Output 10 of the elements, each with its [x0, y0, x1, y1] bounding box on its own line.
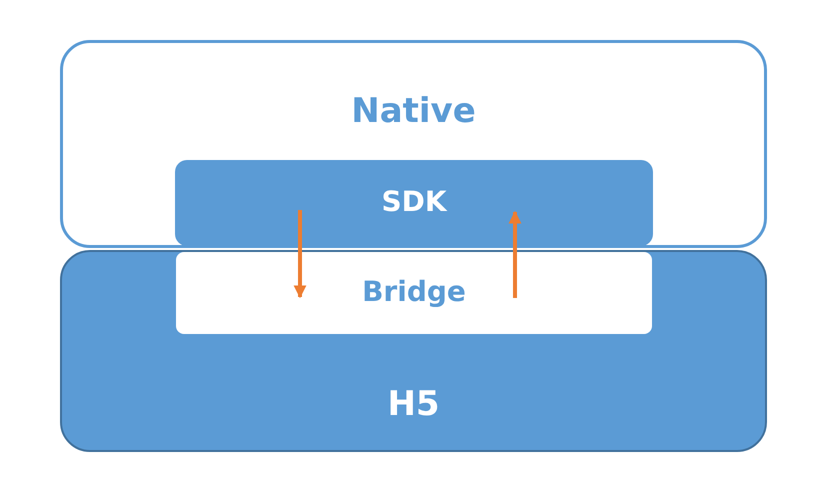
arrow — [294, 210, 306, 298]
node-label: Native — [351, 91, 476, 131]
node-label: H5 — [387, 384, 440, 424]
layer-box — [60, 250, 767, 452]
module-box — [176, 252, 652, 334]
node-label: SDK — [381, 185, 447, 218]
arrow — [508, 210, 522, 298]
layer-box — [60, 40, 767, 248]
module-box — [175, 160, 653, 246]
node-label: Bridge — [362, 275, 466, 308]
